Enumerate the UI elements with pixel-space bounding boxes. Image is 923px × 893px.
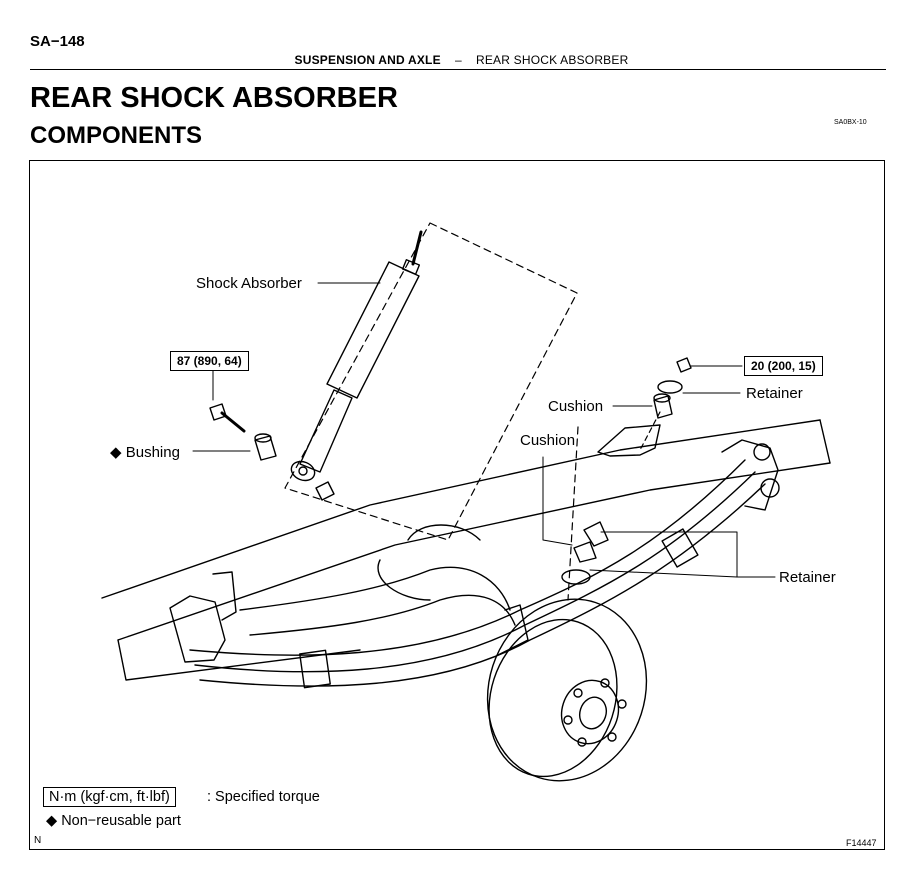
upper-mount-bracket (597, 424, 661, 457)
lower-retainer (561, 569, 591, 585)
page-number: SA−148 (30, 33, 85, 50)
cushion-dashed-guide (567, 426, 579, 601)
lower-mounting-bolt (209, 403, 246, 433)
label-retainer-lower: Retainer (779, 569, 836, 586)
upper-retainer (657, 380, 683, 394)
upper-nut (676, 357, 692, 373)
non-reusable-mark: ◆ (110, 444, 122, 461)
legend-diamond-icon: ◆ (46, 813, 58, 829)
shock-absorber (290, 230, 423, 482)
legend-non-reusable: ◆ Non−reusable part (46, 813, 181, 829)
torque-upper-nut: 20 (200, 15) (744, 356, 823, 376)
lower-cushion (573, 521, 609, 563)
lower-nut (315, 481, 335, 501)
header-section: SUSPENSION AND AXLE (294, 53, 441, 67)
bushing-callout: ◆ Bushing (110, 443, 180, 461)
label-bushing: Bushing (125, 444, 180, 461)
figure-number: F14447 (846, 838, 877, 848)
brake-drum (486, 598, 648, 782)
page-title: REAR SHOCK ABSORBER (30, 82, 398, 114)
legend-non-reusable-desc: Non−reusable part (61, 813, 181, 829)
running-header: SUSPENSION AND AXLE – REAR SHOCK ABSORBE… (0, 53, 923, 67)
bushing (254, 433, 277, 461)
axle-housing (239, 524, 516, 636)
label-cushion-upper: Cushion (548, 398, 604, 415)
legend-torque-desc: : Specified torque (207, 789, 320, 805)
label-shock-absorber: Shock Absorber (196, 275, 302, 292)
page-subtitle: COMPONENTS (30, 122, 203, 149)
frame-rail (101, 419, 831, 681)
header-rule (30, 69, 886, 70)
label-retainer-upper: Retainer (746, 385, 803, 402)
spring-hanger-front (169, 571, 237, 663)
spring-hanger-rear (721, 439, 780, 511)
upper-cushion (653, 393, 673, 419)
legend-torque-unit: N·m (kgf·cm, ft·lbf) (43, 787, 176, 807)
corner-mark: N (34, 835, 42, 846)
alignment-dashed-guide (284, 222, 578, 541)
figure-frame (29, 160, 885, 850)
leader-lines (192, 282, 776, 578)
document-code: SA0BX-10 (834, 119, 867, 126)
header-subsection: REAR SHOCK ABSORBER (475, 53, 629, 67)
torque-lower-bolt: 87 (890, 64) (170, 351, 249, 371)
header-separator: – (454, 53, 462, 67)
label-cushion-lower: Cushion (520, 432, 576, 449)
